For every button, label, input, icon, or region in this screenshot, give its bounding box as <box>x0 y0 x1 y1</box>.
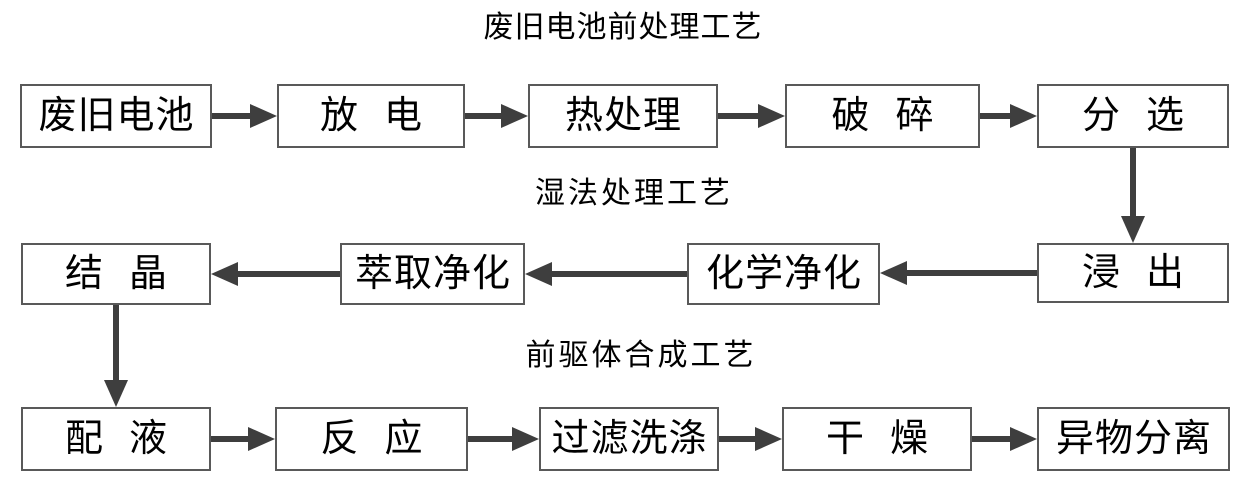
process-box-crystallization: 结晶 <box>21 243 211 305</box>
arrow-chemical-purification-to-extraction-purification <box>525 262 687 286</box>
arrow-drying-to-foreign-matter-separation <box>972 427 1037 451</box>
arrow-discharge-to-heat-treatment <box>465 104 528 128</box>
arrow-crushing-to-sorting <box>980 104 1037 128</box>
process-box-label: 化学净化 <box>705 253 862 295</box>
process-box-label: 分选 <box>1081 95 1210 137</box>
process-box-label: 浸出 <box>1081 252 1210 294</box>
process-box-reaction: 反应 <box>275 407 468 471</box>
arrow-crystallization-to-solution-preparation <box>104 305 128 407</box>
arrow-sorting-to-leaching <box>1121 148 1145 243</box>
process-box-discharge: 放电 <box>277 84 465 148</box>
section-title-precursor-synthesis: 前驱体合成工艺 <box>525 339 757 372</box>
process-box-label: 干燥 <box>825 418 954 460</box>
process-box-label: 过滤洗涤 <box>551 418 708 460</box>
process-box-label: 萃取净化 <box>354 253 511 295</box>
arrow-solution-preparation-to-reaction <box>211 427 275 451</box>
arrow-heat-treatment-to-crushing <box>718 104 785 128</box>
process-box-label: 结晶 <box>64 253 193 295</box>
process-box-filter-washing: 过滤洗涤 <box>539 407 719 471</box>
process-box-chemical-purification: 化学净化 <box>687 243 880 305</box>
process-box-waste-battery: 废旧电池 <box>20 84 212 148</box>
arrow-waste-battery-to-discharge <box>212 104 277 128</box>
section-title-pretreatment: 废旧电池前处理工艺 <box>483 11 763 44</box>
process-box-label: 破碎 <box>831 95 960 137</box>
process-box-label: 反应 <box>320 418 449 460</box>
process-box-sorting: 分选 <box>1037 84 1229 148</box>
process-box-extraction-purification: 萃取净化 <box>340 243 525 305</box>
section-title-wet-process: 湿法处理工艺 <box>535 177 733 210</box>
process-box-heat-treatment: 热处理 <box>528 84 718 148</box>
arrow-leaching-to-chemical-purification <box>880 261 1037 285</box>
arrow-reaction-to-filter-washing <box>468 427 539 451</box>
process-box-label: 放电 <box>319 95 448 137</box>
process-box-leaching: 浸出 <box>1037 243 1229 303</box>
process-box-crushing: 破碎 <box>785 84 980 148</box>
process-box-label: 配液 <box>64 418 193 460</box>
process-box-drying: 干燥 <box>782 407 972 471</box>
arrow-filter-washing-to-drying <box>719 427 782 451</box>
process-box-solution-preparation: 配液 <box>21 407 211 471</box>
process-box-label: 热处理 <box>564 95 682 137</box>
process-box-label: 异物分离 <box>1055 418 1212 460</box>
process-box-foreign-matter-separation: 异物分离 <box>1037 407 1230 471</box>
process-box-label: 废旧电池 <box>38 95 195 137</box>
arrow-extraction-purification-to-crystallization <box>211 262 340 286</box>
